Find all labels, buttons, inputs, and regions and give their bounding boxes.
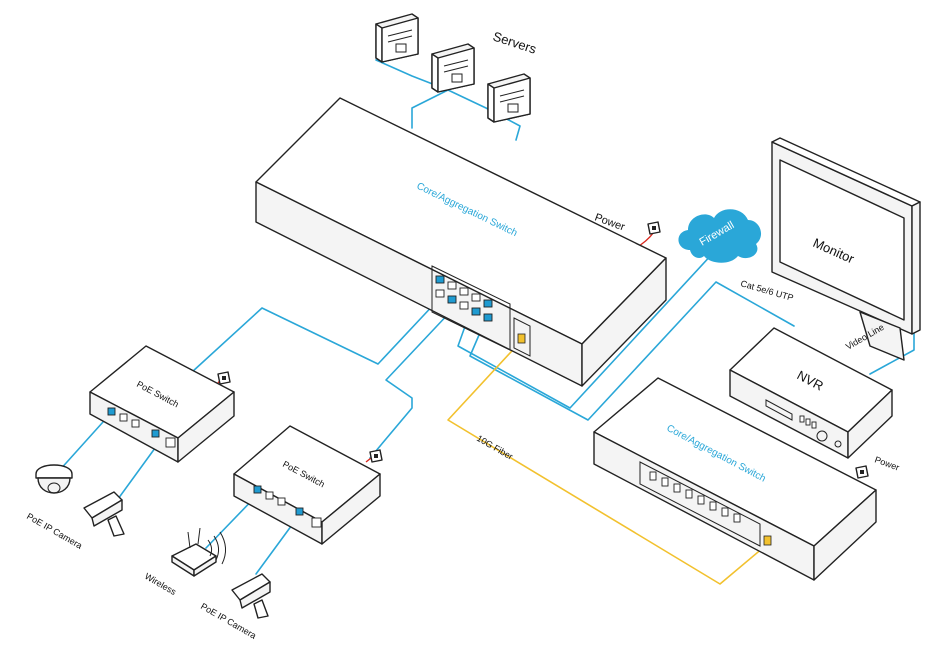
port	[471, 293, 481, 302]
port	[673, 483, 681, 493]
port	[459, 287, 469, 296]
core-to-poe-left-cable	[191, 299, 439, 373]
poe-camera-mid-label: PoE IP Camera	[199, 601, 258, 641]
fiber-label: 10G Fiber	[475, 433, 515, 462]
port	[277, 497, 286, 506]
servers-label: Servers	[491, 29, 539, 57]
core-switch-bottom: Core/Aggregation Switch	[593, 377, 877, 581]
sfp-port	[763, 535, 772, 546]
firewall-cloud: Firewall	[678, 209, 762, 263]
port	[685, 489, 693, 499]
servers-group: Servers	[375, 13, 539, 123]
port	[721, 507, 729, 517]
port	[151, 429, 160, 438]
port	[447, 281, 457, 290]
server-uplink-cable	[411, 89, 449, 129]
port	[697, 495, 705, 505]
nvr-port	[811, 421, 817, 429]
server-icon	[431, 43, 475, 93]
server-cable	[375, 59, 521, 141]
port	[483, 299, 493, 308]
server-icon	[375, 13, 419, 63]
poe-switch-mid: PoE Switch	[233, 425, 381, 545]
poe-camera-left-label: PoE IP Camera	[25, 511, 84, 551]
power-outlet-icon	[369, 449, 383, 463]
bullet-camera-icon	[231, 573, 271, 619]
server-icon	[487, 73, 531, 123]
port	[435, 289, 445, 298]
core-to-poe-mid-cable	[369, 309, 453, 459]
port	[661, 477, 669, 487]
port	[131, 419, 140, 428]
port	[471, 307, 481, 316]
port	[165, 437, 176, 448]
power-outlet-icon	[855, 465, 869, 479]
port	[435, 275, 445, 284]
dome-camera-icon	[35, 464, 73, 494]
power-right-label: Power	[873, 454, 900, 472]
monitor-icon: Monitor	[771, 137, 921, 361]
power-outlet-icon	[647, 221, 661, 235]
wireless-label: Wireless	[143, 571, 178, 597]
bullet-camera-icon	[83, 491, 125, 537]
core-switch-top: Core/Aggregation Switch	[255, 97, 667, 387]
port	[483, 313, 493, 322]
power-outlet-icon	[217, 371, 231, 385]
nvr-port	[805, 418, 811, 426]
poe-left-to-dome-cable	[57, 411, 113, 473]
port	[265, 491, 274, 500]
core-to-firewall-cable	[457, 251, 715, 409]
poe-switch-left: PoE Switch	[89, 345, 235, 463]
nvr-icon: NVR	[729, 327, 893, 459]
port	[709, 501, 717, 511]
port	[119, 413, 128, 422]
port	[733, 513, 741, 523]
port	[295, 507, 304, 516]
port	[107, 407, 116, 416]
port	[649, 471, 657, 481]
cloud-icon	[678, 209, 762, 263]
fiber-cable	[447, 339, 771, 585]
port	[459, 301, 469, 310]
sfp-port	[517, 333, 526, 344]
port	[447, 295, 457, 304]
core-to-nvr-cable	[469, 281, 795, 421]
port	[311, 517, 322, 528]
wireless-ap-icon	[171, 527, 226, 577]
nvr-port	[799, 415, 805, 423]
port	[253, 485, 262, 494]
